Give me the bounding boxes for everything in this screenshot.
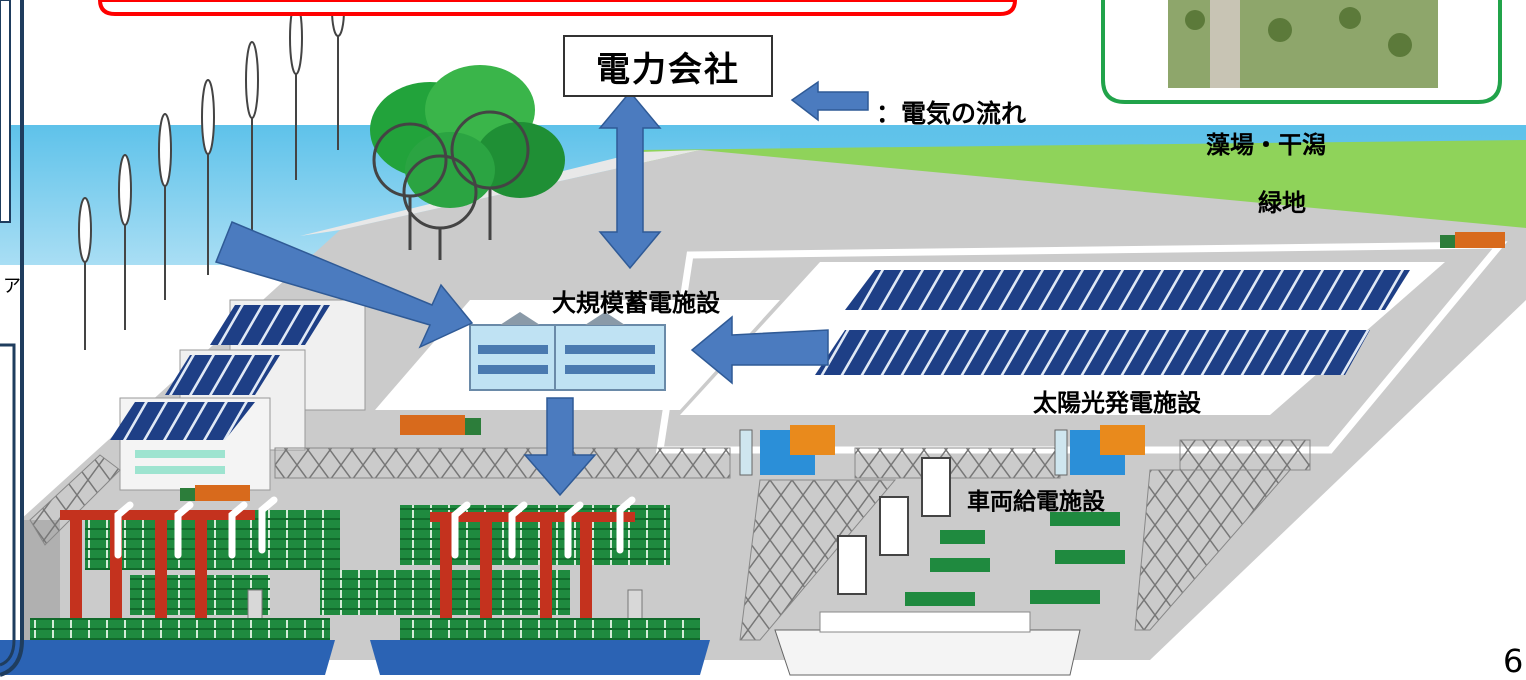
- yard-tractor-icon: [905, 512, 1125, 606]
- charging-station-icon: [837, 457, 951, 595]
- storage-facility-label: 大規模蓄電施設: [552, 289, 720, 317]
- electricity-flow-legend: ：電気の流れ: [876, 99, 1027, 128]
- power-company-box: 電力会社: [563, 35, 773, 97]
- charging-facility-label: 車両給電施設: [967, 489, 1105, 515]
- green-space-label: 緑地: [1258, 189, 1306, 217]
- power-company-label: 電力会社: [596, 49, 740, 90]
- red-callout-box: [97, 0, 1018, 16]
- warehouse-building: [110, 299, 366, 491]
- electricity-flow-arrows: [214, 80, 869, 497]
- container-crane-icon: [60, 510, 643, 626]
- seagrass-photo: [1101, 0, 1502, 104]
- fence: [274, 447, 731, 479]
- left-panel-fragment: ア: [3, 276, 21, 297]
- white-arrow: [114, 496, 636, 559]
- container-ship-icon: [0, 611, 1081, 676]
- wind-turbine-icon: [78, 0, 345, 350]
- left-info-panel: [0, 0, 24, 677]
- small-turbine-icon: [372, 110, 530, 260]
- seagrass-label: 藻場・干潟: [1206, 131, 1326, 159]
- page-number: 6: [1503, 642, 1524, 680]
- solar-facility-label: 太陽光発電施設: [1033, 389, 1201, 417]
- solar-panel-icon: [815, 270, 1410, 375]
- truck-icon: [180, 232, 1505, 501]
- battery-storage-icon: [469, 312, 666, 391]
